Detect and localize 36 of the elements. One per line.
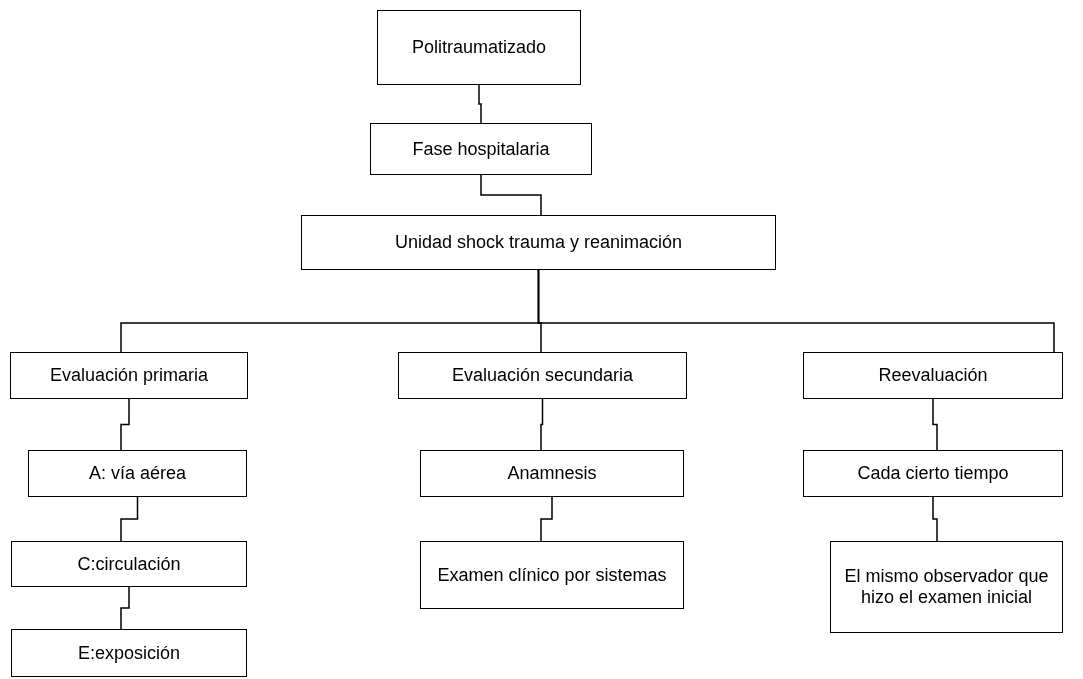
box-label: E:exposición <box>77 642 181 664</box>
process-box <box>803 450 1063 497</box>
connector-line <box>540 496 553 542</box>
process-box <box>10 352 248 399</box>
connector-line <box>932 496 938 542</box>
box-label: A: vía aérea <box>88 463 187 484</box>
box-label: Reevaluación <box>878 365 988 386</box>
box-label: Cada cierto tiempo <box>857 463 1009 484</box>
connector-line <box>537 269 1055 353</box>
box-label: Evaluación primaria <box>49 365 209 386</box>
process-box <box>420 541 684 609</box>
process-box <box>28 450 247 497</box>
process-box <box>830 541 1063 633</box>
box-label: Unidad shock trauma y reanimación <box>394 232 683 253</box>
process-box <box>11 541 247 587</box>
box-label: Examen clínico por sistemas <box>437 564 667 586</box>
process-box <box>11 629 247 677</box>
connector-line <box>120 586 130 630</box>
process-box <box>398 352 687 399</box>
process-box <box>377 10 581 85</box>
box-label: Politraumatizado <box>411 37 547 58</box>
connector-line <box>480 174 542 216</box>
box-label: C:circulación <box>77 553 181 575</box>
process-box <box>803 352 1063 399</box>
box-label: El mismo observador que hizo el examen inicial <box>843 566 1050 608</box>
connector-line <box>540 398 544 451</box>
box-label: Evaluación secundaria <box>451 365 634 386</box>
box-label: Anamnesis <box>507 463 597 484</box>
process-box <box>301 215 776 270</box>
box-label: Fase hospitalaria <box>412 138 550 160</box>
connector-line <box>120 398 130 451</box>
connector-line <box>478 84 482 124</box>
process-box <box>370 123 592 175</box>
process-box <box>420 450 684 497</box>
connector-line <box>932 398 938 451</box>
connector-line <box>120 496 139 542</box>
